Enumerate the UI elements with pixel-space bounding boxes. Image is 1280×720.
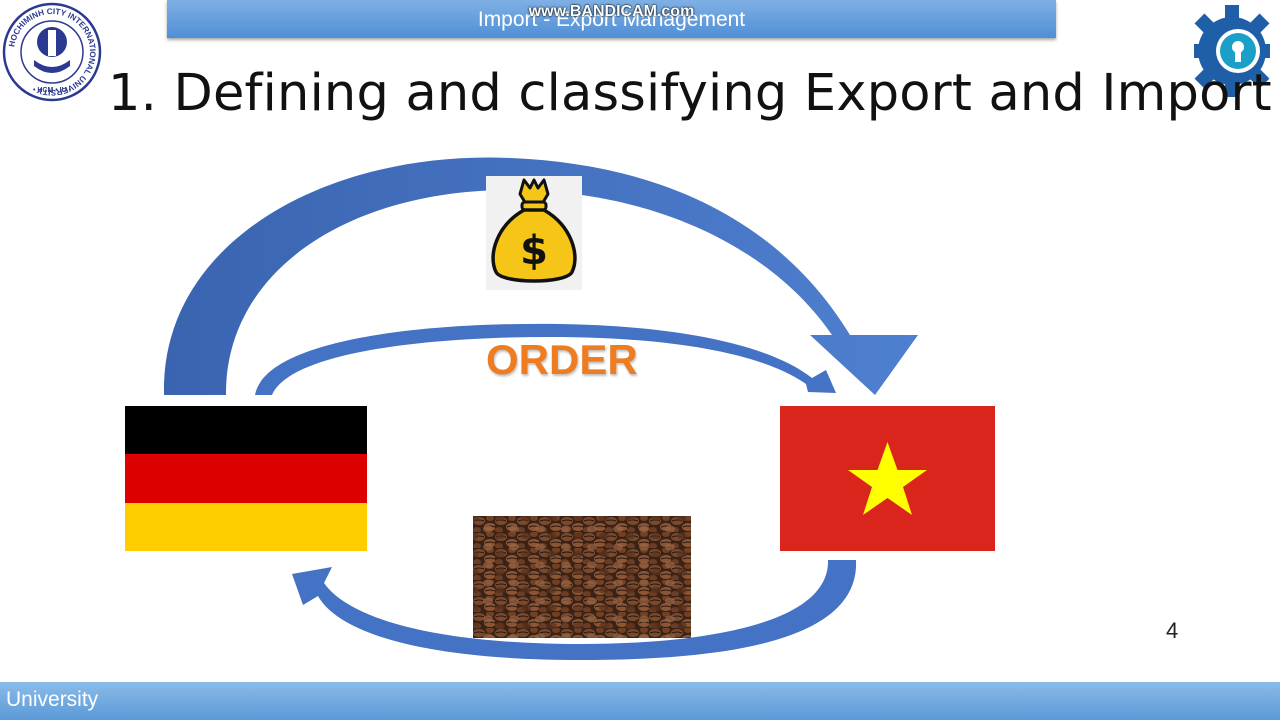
logo-bottom-text: • HCM • IU • <box>33 87 72 94</box>
footer-bar: University <box>0 682 1280 720</box>
university-logo-icon: HOCHIMINH CITY INTERNATIONAL UNIVERSITY … <box>2 2 102 102</box>
header-title: Import - Export Management <box>477 8 746 31</box>
header-bar: Import - Export Management www.BANDICAM.… <box>167 0 1056 38</box>
slide-title: 1. Defining and classifying Export and I… <box>108 64 1272 123</box>
order-arrow <box>255 323 836 395</box>
goods-arrow <box>292 560 857 660</box>
de-stripe-gold <box>125 502 367 551</box>
dollar-sign: $ <box>520 228 548 274</box>
de-stripe-red <box>125 454 367 503</box>
germany-flag-icon <box>125 406 367 551</box>
payment-arrow <box>163 157 918 395</box>
bandicam-watermark: www.BANDICAM.com <box>528 3 695 20</box>
coffee-beans-image <box>473 516 691 638</box>
vietnam-star-icon <box>848 442 927 515</box>
vietnam-flag-icon <box>780 406 995 551</box>
money-bag-icon: $ <box>486 176 582 290</box>
footer-text: University <box>6 688 99 711</box>
gear-keyhole-logo-icon <box>1194 5 1270 97</box>
order-label: ORDER <box>486 336 638 383</box>
page-number: 4 <box>1166 618 1179 643</box>
de-stripe-black <box>125 406 367 455</box>
